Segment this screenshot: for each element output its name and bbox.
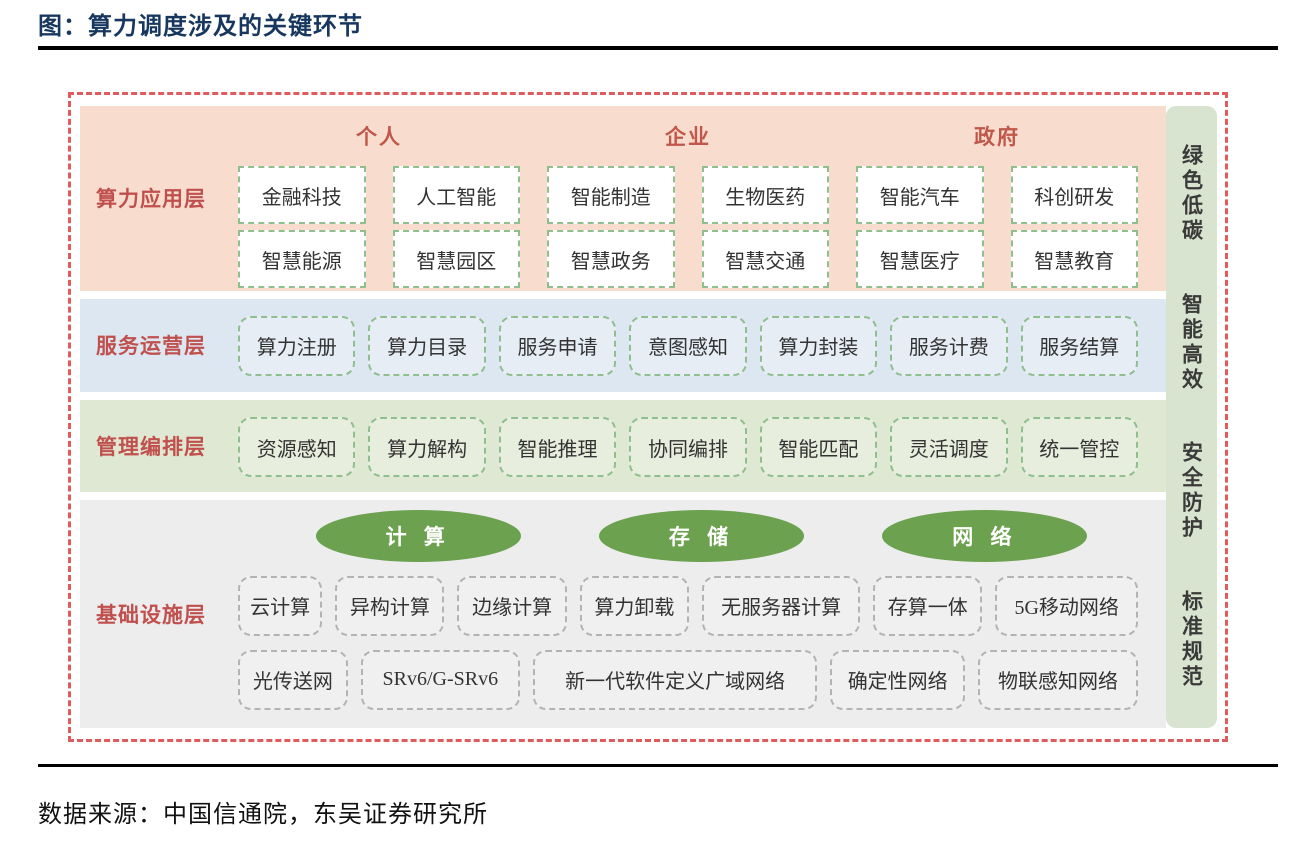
- group-header-enterprise: 企业: [665, 125, 711, 149]
- infra-box: 边缘计算: [457, 575, 567, 636]
- group-header-government: 政府: [974, 125, 1020, 149]
- infra-box: 算力卸载: [579, 575, 690, 636]
- data-source-note: 数据来源：中国信通院，东吴证券研究所: [38, 802, 488, 828]
- manage-box: 灵活调度: [890, 417, 1008, 478]
- infra-box: 异构计算: [335, 575, 445, 636]
- manage-box: 资源感知: [238, 417, 356, 478]
- infra-box: 物联感知网络: [978, 649, 1138, 710]
- app-box: 科创研发: [1010, 166, 1138, 224]
- sidebar-item-security-protection: 安全防护: [1179, 441, 1204, 542]
- infra-box: SRv6/G-SRv6: [360, 649, 521, 710]
- manage-box: 统一管控: [1020, 417, 1138, 478]
- layer-management: 管理编排层 资源感知 算力解构 智能推理 协同编排 智能匹配 灵活调度 统一管控: [80, 400, 1166, 492]
- compute-ellipse: 计 算: [315, 509, 521, 562]
- layer-infrastructure-label: 基础设施层: [96, 602, 206, 627]
- app-box: 智慧教育: [1010, 230, 1138, 288]
- app-box: 生物医药: [701, 166, 829, 224]
- sidebar-item-green-lowcarbon: 绿色低碳: [1179, 144, 1204, 245]
- layer-application: 算力应用层 个人 企业 政府 金融科技 人工智能 智能制造 生物医药 智能汽车 …: [80, 106, 1166, 291]
- layer-service-label: 服务运营层: [96, 334, 206, 359]
- service-box: 服务计费: [890, 315, 1008, 376]
- app-box: 智慧交通: [701, 230, 829, 288]
- app-box: 智能汽车: [856, 166, 984, 224]
- bottom-divider: [38, 764, 1278, 767]
- manage-box: 智能推理: [498, 417, 617, 478]
- top-divider: [38, 46, 1278, 50]
- storage-ellipse: 存 储: [599, 509, 805, 562]
- layer-service-content: 算力注册 算力目录 服务申请 意图感知 算力封装 服务计费 服务结算: [238, 299, 1166, 392]
- service-box: 算力注册: [238, 315, 356, 376]
- app-box: 智慧政务: [547, 230, 675, 288]
- service-box: 算力目录: [368, 315, 486, 376]
- layer-stack: 算力应用层 个人 企业 政府 金融科技 人工智能 智能制造 生物医药 智能汽车 …: [80, 106, 1166, 728]
- infra-box: 存算一体: [873, 575, 983, 636]
- infra-box: 云计算: [238, 575, 323, 636]
- service-box: 算力封装: [759, 315, 878, 376]
- group-header-personal: 个人: [356, 125, 402, 149]
- app-box: 智慧园区: [392, 230, 520, 288]
- layer-application-content: 个人 企业 政府 金融科技 人工智能 智能制造 生物医药 智能汽车 科创研发 智…: [238, 106, 1166, 291]
- manage-box: 算力解构: [368, 417, 486, 478]
- infra-box: 光传送网: [238, 649, 348, 710]
- layer-infrastructure: 基础设施层 计 算 存 储 网 络 云计算 异构计算 边缘计算 算力卸载 无服务…: [80, 499, 1166, 728]
- infra-box: 5G移动网络: [995, 575, 1138, 636]
- app-box: 人工智能: [392, 166, 520, 224]
- app-box: 智能制造: [547, 166, 675, 224]
- infra-box: 新一代软件定义广域网络: [533, 649, 818, 710]
- layer-application-label: 算力应用层: [96, 187, 206, 212]
- network-ellipse: 网 络: [882, 509, 1088, 562]
- service-box: 意图感知: [629, 315, 747, 376]
- architecture-diagram: 算力应用层 个人 企业 政府 金融科技 人工智能 智能制造 生物医药 智能汽车 …: [68, 92, 1228, 742]
- manage-box: 协同编排: [629, 417, 747, 478]
- figure-title: 图：算力调度涉及的关键环节: [38, 14, 363, 40]
- app-box: 智慧医疗: [856, 230, 984, 288]
- layer-management-content: 资源感知 算力解构 智能推理 协同编排 智能匹配 灵活调度 统一管控: [238, 400, 1166, 491]
- infra-box: 确定性网络: [830, 649, 966, 710]
- layer-management-label: 管理编排层: [96, 434, 206, 459]
- service-box: 服务申请: [498, 315, 617, 376]
- service-box: 服务结算: [1020, 315, 1138, 376]
- app-box: 金融科技: [238, 166, 366, 224]
- infra-box: 无服务器计算: [702, 575, 861, 636]
- layer-infrastructure-content: 计 算 存 储 网 络 云计算 异构计算 边缘计算 算力卸载 无服务器计算 存算…: [238, 500, 1166, 728]
- sidebar-item-standard-spec: 标准规范: [1179, 589, 1204, 690]
- principles-sidebar: 绿色低碳 智能高效 安全防护 标准规范: [1166, 106, 1217, 728]
- layer-service: 服务运营层 算力注册 算力目录 服务申请 意图感知 算力封装 服务计费 服务结算: [80, 298, 1166, 393]
- sidebar-item-smart-efficient: 智能高效: [1179, 292, 1204, 393]
- manage-box: 智能匹配: [759, 417, 878, 478]
- app-box: 智慧能源: [238, 230, 366, 288]
